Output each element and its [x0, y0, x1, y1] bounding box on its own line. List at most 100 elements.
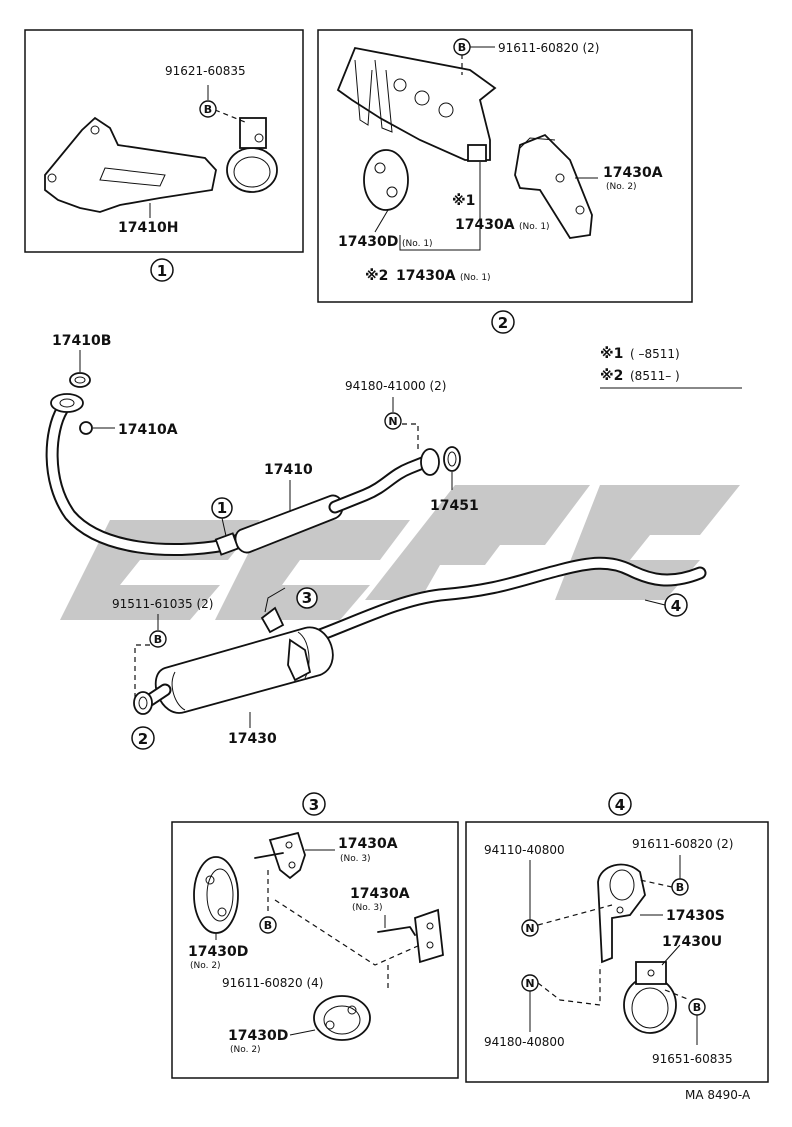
notes: ※1 ( –8511) ※2 (8511– ) [600, 346, 742, 389]
cushion-hole [386, 186, 398, 198]
bracket-rod [374, 59, 393, 133]
cushion-hole [205, 875, 215, 885]
callout-leader [644, 599, 666, 606]
b-tag [453, 38, 471, 56]
bracket-hole [393, 78, 407, 92]
part-sub: (No. 2) [230, 1045, 261, 1055]
b-tag [688, 998, 706, 1016]
b-tag-label: B [458, 41, 466, 54]
nut-dash-leader [537, 904, 613, 926]
rear-flange [420, 448, 440, 476]
clamp-ear [635, 961, 667, 985]
part-number: 17430D [188, 944, 248, 960]
bolt-dash-leader [134, 644, 150, 700]
hanger-17430a-a [268, 831, 306, 880]
cushion-17430d-a [193, 856, 239, 934]
n-tag [384, 412, 402, 430]
hanger-hole [285, 841, 293, 849]
front-pipe-inner [47, 405, 230, 555]
cushion-17430d-b [313, 995, 371, 1041]
flange-joint [214, 532, 240, 556]
callout-leader [221, 517, 227, 537]
inlet-pipe-inner [145, 685, 170, 705]
watermark-glyph-4 [555, 485, 740, 600]
cushion-inner [323, 1005, 361, 1035]
cushion-hole [347, 1005, 357, 1015]
callout-number: 1 [217, 499, 227, 517]
cushion-hole [325, 1020, 335, 1030]
bracket-hole [414, 90, 430, 106]
bracket-hole [438, 102, 454, 118]
callout-number: 3 [309, 796, 319, 814]
part-sub: (No. 3) [340, 854, 371, 864]
hanger-17430a-no2 [514, 133, 593, 239]
nut-dash-leader [537, 965, 601, 1006]
part-number: 17430U [662, 934, 722, 950]
callout-number: 1 [157, 262, 167, 280]
panel-1-frame [24, 29, 304, 253]
part-number: 91651-60835 [652, 1052, 733, 1066]
n-tag [521, 974, 539, 992]
part-number: 17410H [118, 220, 178, 236]
front-flange-bore [59, 398, 75, 408]
callout-number: 2 [138, 730, 148, 748]
hanger-hole [555, 173, 565, 183]
panel-3: 3 B 17430A (No. 3) 17430A (No. [171, 792, 459, 1079]
part-number: 17430S [666, 908, 725, 924]
cushion-17430d [363, 149, 409, 211]
part-number: 94180-40800 [484, 1035, 565, 1049]
bracket-17410h [44, 116, 217, 213]
cushion-inner [206, 868, 234, 922]
part-number: 17410A [118, 422, 178, 438]
panel-2-frame [317, 29, 693, 303]
b-tag-label: B [676, 881, 684, 894]
part-number: 17430D [228, 1028, 288, 1044]
callout-number: 2 [498, 314, 508, 332]
bolt-dash-leader [639, 879, 673, 888]
part-number: 17410 [264, 462, 313, 478]
callout-circle [296, 587, 318, 609]
bracket-lug [467, 144, 487, 162]
bracket-rod [354, 59, 373, 126]
part-number: 91511-61035 (2) [112, 597, 214, 611]
hanger-17430a-b [414, 908, 444, 964]
b-tag [149, 630, 167, 648]
gasket-17410b [69, 372, 91, 388]
callout-circle [491, 310, 515, 334]
n-tag-label: N [388, 415, 397, 428]
cushion-hole [217, 907, 227, 917]
part-number: 17430A [455, 217, 515, 233]
part-number: 17430A [396, 268, 456, 284]
muffler-hanger [260, 606, 285, 634]
clamp-hole [647, 969, 655, 977]
part-number: 94180-41000 (2) [345, 379, 447, 393]
callout-circle [302, 792, 326, 816]
part-number: 17430D [338, 234, 398, 250]
clamp-inner [233, 156, 271, 188]
bolt-leader [214, 109, 246, 123]
part-number: 91611-60820 (2) [498, 41, 600, 55]
note-text: (8511– ) [630, 369, 680, 383]
bracket-hole [616, 906, 624, 914]
part-number: 17430A [603, 165, 663, 181]
nut-17410a [79, 421, 93, 435]
hanger-rod [254, 852, 284, 859]
callout-circle [150, 258, 174, 282]
hanger-hole [575, 205, 585, 215]
panel-3-frame [171, 821, 459, 1079]
clamp-ear [239, 117, 267, 149]
hanger-hole [426, 941, 434, 949]
part-sub: (No. 1) [402, 239, 433, 249]
b-tag-label: B [154, 633, 162, 646]
part-sub: (No. 1) [460, 273, 491, 283]
panel-2: B 91611-60820 (2) 17430A (No. 2) ※1 1743… [317, 29, 693, 334]
part-number: 17410B [52, 333, 111, 349]
part-number: 17430A [338, 836, 398, 852]
callout-circle [131, 726, 155, 750]
panel-4-frame [465, 821, 769, 1083]
diagram-code: MA 8490-A [685, 1088, 751, 1102]
callout-number: 3 [302, 589, 312, 607]
b-tag-label: B [204, 103, 212, 116]
